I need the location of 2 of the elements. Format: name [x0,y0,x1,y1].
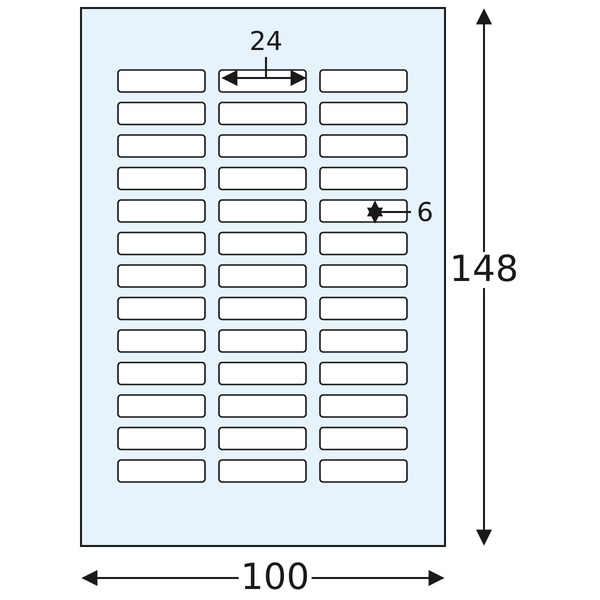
dimension-label: 24 [248,29,284,55]
dimension-label: 6 [416,200,434,226]
